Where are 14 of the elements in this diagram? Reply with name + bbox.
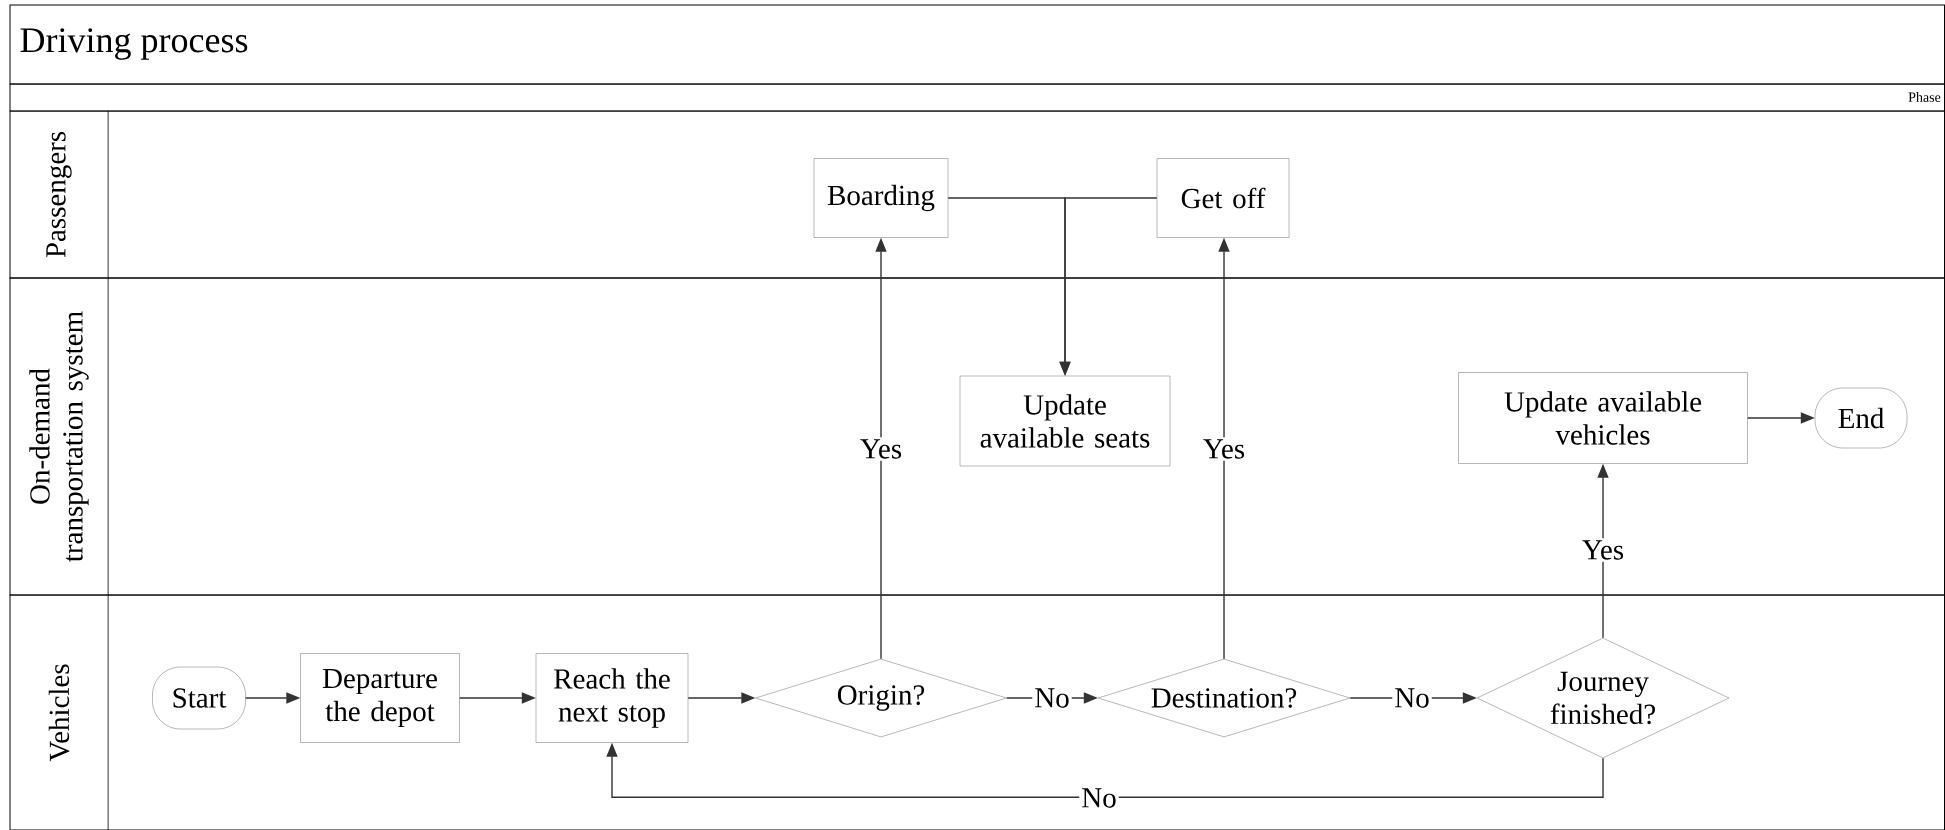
edge-label: Yes xyxy=(1200,437,1248,461)
phase-bar: Phase xyxy=(9,83,1945,112)
process-box: Update available seats xyxy=(959,375,1171,467)
edge-label: No xyxy=(1392,686,1432,710)
process-box: Reach the next stop xyxy=(535,653,689,743)
edge-label: No xyxy=(1032,686,1072,710)
edge-label: Yes xyxy=(1579,538,1627,562)
edge-label: Yes xyxy=(857,437,905,461)
process-box: Get off xyxy=(1156,158,1290,238)
process-box: Boarding xyxy=(813,158,949,238)
process-box: Update available vehicles xyxy=(1458,372,1748,464)
process-box: Departure the depot xyxy=(300,653,460,743)
title-bar: Driving process xyxy=(9,4,1945,85)
edge-label: No xyxy=(1079,786,1119,810)
